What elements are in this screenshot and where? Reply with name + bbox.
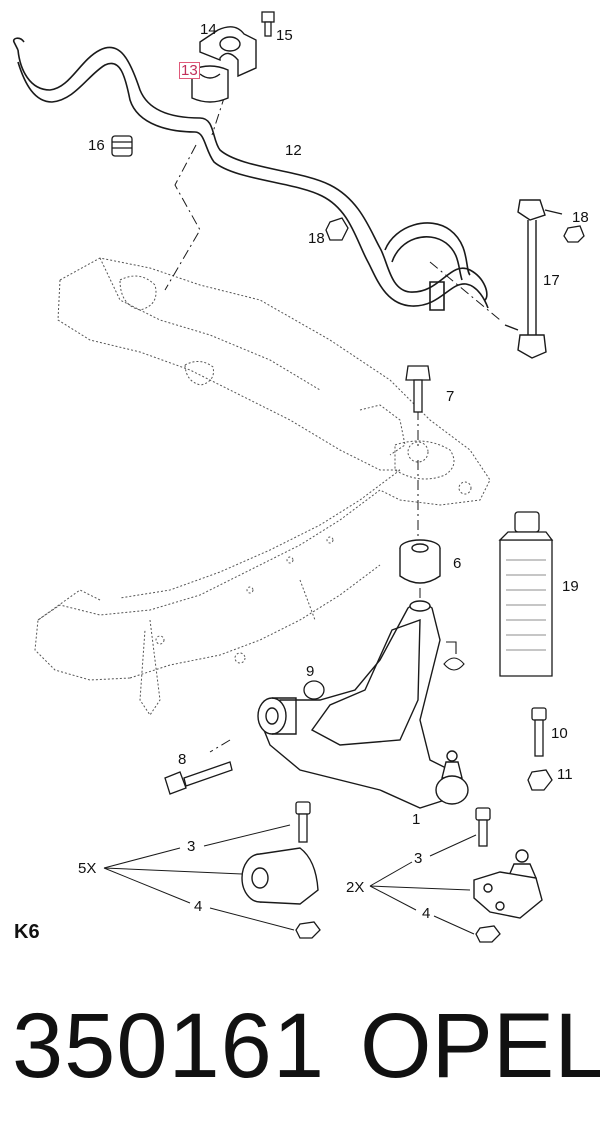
nut-4-left: [295, 921, 321, 939]
stabilizer-bar: [12, 37, 489, 311]
label-part-15: 15: [276, 27, 293, 44]
stabilizer-link: [504, 199, 563, 359]
sheet-code: K6: [14, 921, 40, 943]
part-number: 350161: [12, 995, 325, 1097]
grease-bottle: [498, 511, 554, 677]
label-qty-5x: 5X: [78, 860, 97, 877]
brand-name: OPEL: [360, 995, 600, 1097]
ball-joint: [435, 750, 469, 805]
label-part-3-right: 3: [414, 850, 423, 867]
link-nut-right: [563, 225, 585, 243]
bolt-3-left: [295, 801, 311, 843]
grease-point: [443, 641, 465, 671]
locking-nut: [111, 135, 133, 157]
label-part-19: 19: [562, 578, 579, 595]
label-part-8: 8: [178, 751, 187, 768]
stabilizer-bushing: [191, 65, 229, 103]
label-part-18-right: 18: [572, 209, 589, 226]
label-part-4-left: 4: [194, 898, 203, 915]
ball-joint-assembly: [473, 849, 543, 919]
label-part-17: 17: [543, 272, 560, 289]
label-part-9: 9: [306, 663, 315, 680]
front-bush-on-arm: [257, 697, 297, 735]
front-bush-bolt: [164, 761, 233, 795]
bolt-10: [531, 707, 547, 757]
label-part-7: 7: [446, 388, 455, 405]
exploded-parts-diagram: [12, 11, 585, 943]
bolt-3-right: [475, 807, 491, 847]
label-qty-2x: 2X: [346, 879, 365, 896]
label-part-13: 13: [179, 62, 200, 79]
nut-4-right: [475, 925, 501, 943]
label-part-10: 10: [551, 725, 568, 742]
lower-control-arm: [259, 600, 451, 809]
front-subframe: [34, 257, 491, 716]
label-part-1: 1: [412, 811, 421, 828]
assembly-guide-lines: [164, 94, 501, 753]
nut-9: [303, 680, 325, 700]
link-nut-left: [325, 217, 349, 241]
label-part-12: 12: [285, 142, 302, 159]
label-part-16: 16: [88, 137, 105, 154]
rear-bushing: [399, 539, 441, 584]
label-part-4-right: 4: [422, 905, 431, 922]
label-part-14: 14: [200, 21, 217, 38]
bushing-clamp: [199, 26, 257, 78]
front-bush-assembly: [241, 847, 319, 905]
subframe-bolt-holes: [155, 441, 472, 664]
bushing-bolt: [405, 365, 431, 413]
leader-lines: [103, 824, 477, 935]
label-part-11: 11: [557, 766, 573, 783]
nut-11: [527, 769, 553, 791]
label-part-6: 6: [453, 555, 462, 572]
clamp-bolt: [261, 11, 275, 37]
label-part-18-left: 18: [308, 230, 325, 247]
label-part-3-left: 3: [187, 838, 196, 855]
